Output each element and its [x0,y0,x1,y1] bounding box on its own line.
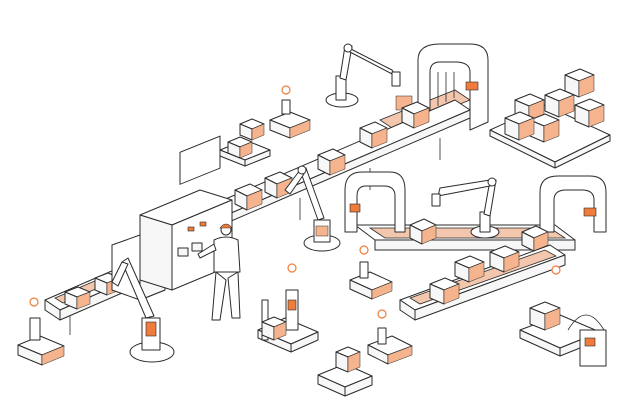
box [489,245,520,273]
box [529,301,561,331]
control-panel [179,135,221,185]
box [544,88,575,118]
location-pin-icon [359,245,369,255]
box [564,68,595,98]
box [234,183,263,211]
box [317,148,346,176]
box [261,316,287,341]
scanner-label-upper [465,81,479,91]
box [574,98,605,128]
agv-robot-bottom-left [17,297,65,366]
hard-hat-icon [219,223,233,229]
box [227,136,253,159]
operator-worker [197,223,241,321]
middle-scanner-arch-left [344,171,406,233]
robot-arm-center [284,165,341,252]
scanner-label-middle-left [349,203,361,213]
box [64,286,91,310]
scanner-label-middle-right [583,207,597,217]
pallet-jack-right [519,265,607,367]
location-pin-icon [287,263,297,273]
location-pin-icon [281,85,291,95]
box [359,121,388,149]
pallet-with-boxes [489,68,611,169]
location-pin-icon [29,297,39,307]
location-pin-icon [551,265,561,275]
middle-conveyor [344,171,607,252]
upper-belt-boxes [234,101,430,211]
upper-robot-arm [325,43,413,111]
lower-right-conveyor [399,244,566,321]
agv-robot-top [269,85,311,139]
box [454,255,485,283]
box [401,101,430,129]
box [239,118,265,141]
box [409,218,437,245]
forklift-cart [257,263,319,353]
box [504,111,535,141]
robot-arm-bottom-left [111,257,175,363]
agv-robot-middle [349,245,393,300]
location-pin-icon [377,309,387,319]
cart-with-boxes-top [219,118,271,167]
agv-robot-bottom [317,309,413,397]
box [335,346,361,373]
middle-robot-arm [431,177,500,239]
upper-scanner-arch [417,43,489,131]
middle-scanner-arch-right [539,175,607,233]
box [521,225,549,252]
box [429,277,460,305]
